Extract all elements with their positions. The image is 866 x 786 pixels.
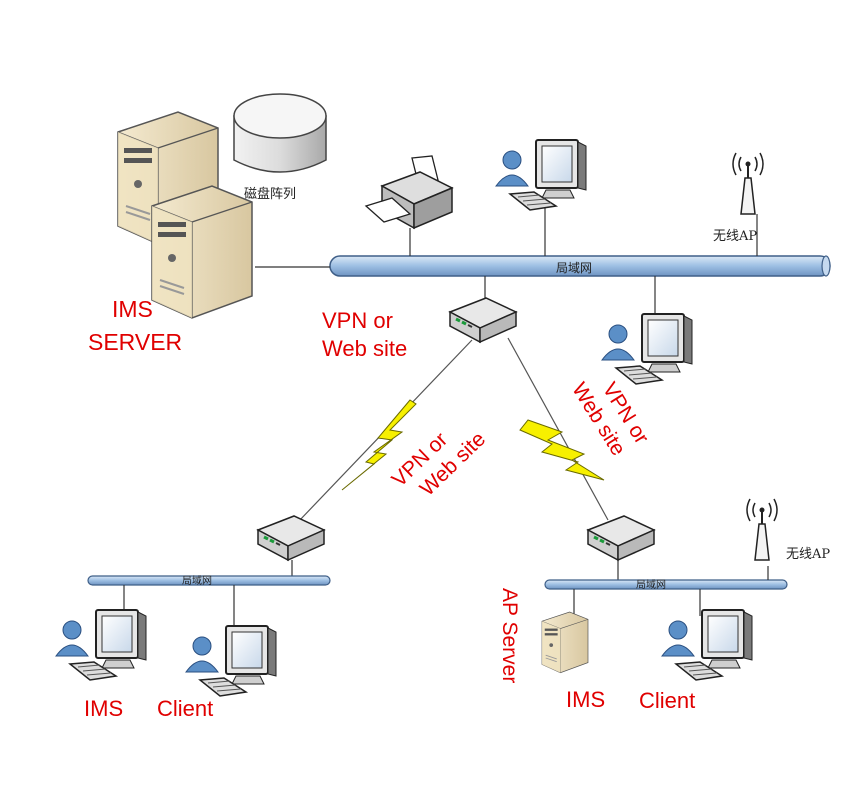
disk-array-label: 磁盘阵列 — [244, 186, 296, 202]
vpn-left-label: VPN or Web site — [387, 428, 490, 501]
disk-array-icon — [233, 93, 327, 173]
vpn-top-label-line2: Web site — [322, 336, 407, 361]
vpn-top-label-line1: VPN or — [322, 308, 393, 333]
top-workstation-icon — [495, 139, 587, 211]
lan-workstation-icon — [601, 313, 693, 385]
right-lan-bus — [544, 579, 788, 590]
left-client-workstation-icon — [185, 625, 277, 697]
left-ims-workstation-icon — [55, 609, 147, 681]
ap-server-label: AP Server — [498, 588, 521, 683]
right-client-workstation-icon — [661, 609, 753, 681]
left-router-icon — [256, 514, 326, 562]
left-client-label: Client — [157, 696, 213, 721]
wireless-ap-label: 无线AP — [713, 229, 757, 244]
ap-server-label-text: AP Server — [498, 588, 521, 683]
left-lan-label: 局域网 — [182, 574, 212, 587]
ims-server-label-line1: IMS — [112, 296, 153, 322]
right-client-label: Client — [639, 688, 695, 713]
main-lan-label: 局域网 — [556, 261, 592, 275]
right-wireless-ap-label: 无线AP — [786, 547, 830, 562]
left-lan-bus — [87, 575, 331, 586]
right-lan-label: 局域网 — [636, 578, 666, 591]
right-ims-label: IMS — [566, 687, 605, 712]
ap-server-icon — [541, 611, 589, 674]
wan-link-left — [297, 339, 473, 523]
main-lan-bus — [329, 255, 831, 277]
left-ims-label: IMS — [84, 696, 123, 721]
ims-server-label-line2: SERVER — [88, 329, 182, 355]
right-router-icon — [586, 514, 656, 562]
wireless-ap-icon — [732, 152, 764, 215]
right-wireless-ap-icon — [746, 498, 778, 561]
printer-icon — [364, 155, 454, 230]
central-router-icon — [448, 296, 518, 344]
ims-server-front — [151, 185, 253, 319]
wan-link-right — [507, 337, 609, 521]
